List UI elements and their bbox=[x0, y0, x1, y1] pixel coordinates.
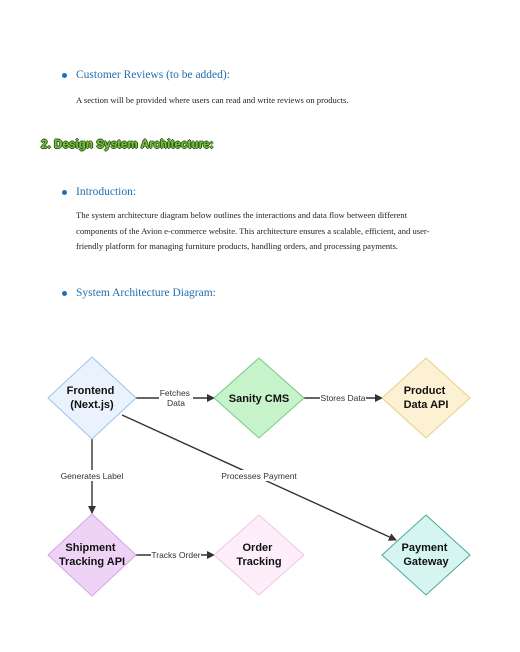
node-sanity-shape bbox=[213, 357, 305, 439]
node-shipment-shape bbox=[47, 513, 137, 597]
intro-paragraph: The system architecture diagram below ou… bbox=[76, 208, 468, 255]
node-sanity-cms: Sanity CMS bbox=[213, 357, 305, 439]
svg-text:Shipment Tracking API: Shipment Tracking API bbox=[59, 542, 125, 568]
edge-label: Data bbox=[167, 398, 185, 408]
node-label: Frontend bbox=[67, 385, 115, 397]
section-heading: 2. Design System Architecture: bbox=[41, 139, 214, 151]
node-label: Tracking bbox=[236, 556, 281, 568]
svg-text:Product Data API: Product Data API bbox=[404, 385, 449, 411]
bullet-dot bbox=[62, 189, 67, 195]
node-label: (Next.js) bbox=[70, 399, 114, 411]
node-label: Tracking API bbox=[59, 556, 125, 568]
node-product-data-api: Product Data API bbox=[381, 357, 471, 439]
intro-line: components of the Avion e-commerce websi… bbox=[76, 225, 430, 236]
node-frontend-shape bbox=[47, 356, 137, 440]
edge-label: Processes Payment bbox=[221, 471, 297, 481]
edge-label-processes-payment: Processes Payment bbox=[221, 470, 297, 481]
edge-label-stores-data: Stores Data bbox=[320, 392, 366, 403]
edge-label: Tracks Order bbox=[151, 550, 200, 560]
node-label: Data API bbox=[404, 399, 449, 411]
node-shipment-tracking-api: Shipment Tracking API bbox=[47, 513, 137, 597]
bullet-dot bbox=[62, 72, 67, 78]
node-label: Sanity CMS bbox=[229, 393, 290, 405]
bullet-dot bbox=[62, 290, 67, 296]
node-label: Gateway bbox=[403, 556, 449, 568]
intro-line: The system architecture diagram below ou… bbox=[76, 210, 408, 220]
node-label: Product bbox=[404, 385, 446, 397]
svg-text:Sanity CMS: Sanity CMS bbox=[229, 393, 290, 405]
edge-label: Fetches bbox=[160, 388, 190, 398]
intro-line: friendly platform for managing furniture… bbox=[76, 241, 398, 251]
node-product-shape bbox=[381, 357, 471, 439]
node-label: Payment bbox=[402, 542, 448, 554]
node-label: Shipment bbox=[65, 542, 115, 554]
edge-label-generates-label: Generates Label bbox=[60, 470, 124, 481]
edge-label-tracks-order: Tracks Order bbox=[151, 549, 201, 560]
edge-label: Generates Label bbox=[61, 471, 124, 481]
svg-text:Frontend (Next.js): Frontend (Next.js) bbox=[67, 385, 118, 411]
node-frontend: Frontend (Next.js) bbox=[47, 356, 137, 440]
node-payment-gateway: Payment Gateway bbox=[381, 514, 471, 596]
node-order-shape bbox=[213, 514, 305, 596]
svg-text:Order Tracking: Order Tracking bbox=[236, 542, 281, 568]
reviews-paragraph: A section will be provided where users c… bbox=[76, 95, 349, 105]
bullet-architecture-diagram: System Architecture Diagram: bbox=[62, 287, 216, 299]
bullet-introduction: Introduction: bbox=[62, 186, 136, 198]
bullet-label: Introduction: bbox=[76, 186, 137, 198]
edge-label-fetches-data: Fetches Data bbox=[159, 387, 193, 409]
node-payment-shape bbox=[381, 514, 471, 596]
svg-text:Payment Gateway: Payment Gateway bbox=[402, 542, 451, 568]
node-label: Order bbox=[242, 542, 273, 554]
bullet-customer-reviews: Customer Reviews (to be added): bbox=[62, 69, 230, 81]
bullet-label: Customer Reviews (to be added): bbox=[76, 69, 230, 81]
edge-label: Stores Data bbox=[321, 393, 366, 403]
svg-text:Fetches Data: Fetches Data bbox=[160, 388, 193, 408]
node-order-tracking: Order Tracking bbox=[213, 514, 305, 596]
bullet-label: System Architecture Diagram: bbox=[76, 287, 216, 299]
